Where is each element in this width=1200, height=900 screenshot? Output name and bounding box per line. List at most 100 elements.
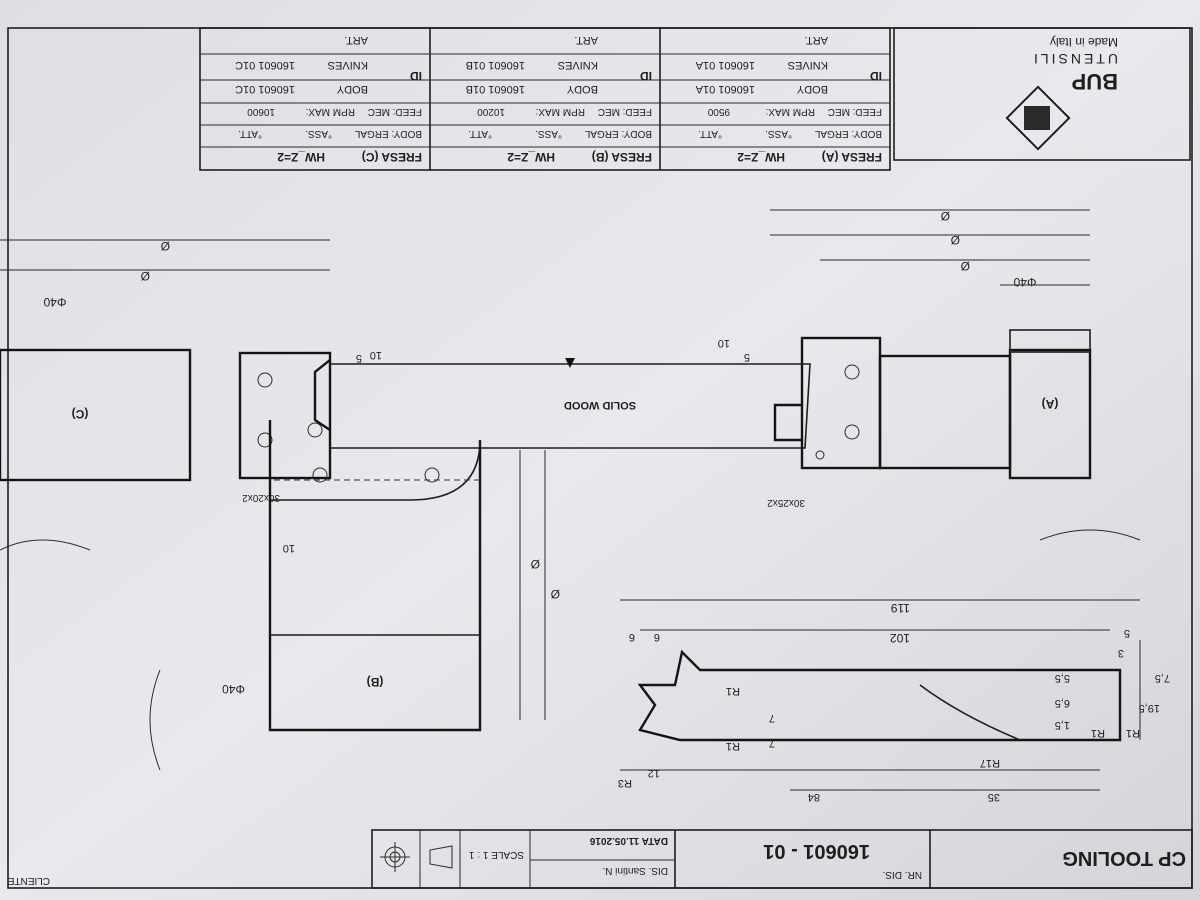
cutter-a-hw: HW_Z=2 (737, 150, 785, 164)
cutter-a-body-code: 160601 01A (695, 83, 755, 95)
solid-wood-label: SOLID WOOD (564, 399, 636, 411)
cutter-b-body: BODY: ERGAL (584, 128, 652, 139)
logo-box: BUP UTENSILI Made in Italy (893, 27, 1191, 161)
dim-5-5: 5,5 (1055, 672, 1070, 684)
bup-logo-icon (1005, 85, 1071, 151)
cutter-a-body-label: BODY (796, 83, 828, 95)
cutter-b-mec: MEC (598, 106, 620, 117)
cutter-a-dim-5: 5 (744, 351, 750, 363)
cutter-a-ass: °ASS. (765, 128, 792, 139)
cutter-a-body: BODY: ERGAL (814, 128, 882, 139)
cutter-b-rpm-label: RPM MAX: (536, 106, 585, 117)
cutter-c-body: BODY: ERGAL (354, 128, 422, 139)
reference-marker-icon (565, 358, 575, 368)
dim-84: 84 (808, 791, 820, 803)
cutter-b-cells: FRESA (B) HW_Z=2 BODY: ERGAL °ASS. °ATT.… (466, 34, 652, 164)
cutter-b-id: ID (640, 69, 652, 83)
cutter-c-knives-code: 160601 01C (235, 59, 295, 71)
cutter-a-id: ID (870, 69, 882, 83)
logo-brand: BUP (1072, 69, 1118, 94)
cutter-c-rpm-label: RPM MAX: (306, 106, 355, 117)
cutter-c-dim-10: 10 (370, 349, 382, 361)
cutter-a-knives-label: KNIVES (788, 59, 828, 71)
cutter-c-title: FRESA (C) (362, 150, 422, 164)
radius-r1b: R1 (726, 740, 740, 752)
radius-r1d: R1 (1091, 727, 1105, 739)
cutter-c-att: °ATT. (238, 128, 262, 139)
dim-119: 119 (891, 601, 910, 615)
cutter-b-title: FRESA (B) (592, 150, 652, 164)
dim-35: 35 (988, 791, 1000, 803)
cutter-b-diam-2: Ø (551, 587, 560, 601)
dim-19-5: 19,5 (1139, 702, 1160, 714)
profile-detail: 119 102 6 6 5 3 7,5 19,5 5,5 6,5 1,5 7 7… (618, 599, 1170, 803)
dim-1-5: 1,5 (1055, 719, 1070, 731)
cutter-c-body-label: BODY (336, 83, 368, 95)
cutter-a-title: FRESA (A) (822, 150, 882, 164)
rotated-drawing: FRESA (A) HW_Z=2 BODY: ERGAL °ASS. °ATT.… (0, 27, 1193, 889)
cutter-b-rpm: 10200 (477, 106, 505, 117)
cutter-c-mec: MEC (368, 106, 390, 117)
cutter-c-art: ART. (344, 34, 368, 46)
dim-6b: 6 (629, 631, 635, 643)
cutter-b-phi40: Φ40 (222, 682, 245, 696)
cutter-b-knives-code: 160601 01B (466, 59, 525, 71)
cutter-c-diam-2: Ø (141, 269, 150, 283)
cutter-a-rpm: 9500 (707, 106, 730, 117)
cutter-a-feed: FEED: (853, 106, 882, 117)
cutter-a-section: (A) Φ40 30x25x2 10 5 Ø Ø Ø (718, 209, 1141, 541)
profile-outline (637, 649, 1122, 742)
cutter-c-knives-label: KNIVES (328, 59, 368, 71)
cutter-a-knives-code: 160601 01A (695, 59, 755, 71)
dim-12: 12 (648, 767, 660, 779)
dim-7-5: 7,5 (1155, 672, 1170, 684)
radius-r1a: R1 (726, 685, 740, 697)
dim-6-5: 6,5 (1055, 697, 1070, 709)
cutter-a-art: ART. (804, 34, 828, 46)
cutter-b-label: (B) (367, 675, 384, 689)
cutter-c-body-code: 160601 01C (235, 83, 295, 95)
cutter-b-hw: HW_Z=2 (507, 150, 555, 164)
cutter-c-rpm: 10600 (247, 106, 275, 117)
radius-r3: R3 (618, 777, 632, 789)
dim-102: 102 (890, 631, 910, 645)
cutter-c-id: ID (410, 69, 422, 83)
cutter-c-section: (C) Φ40 30x20x2 10 5 Ø Ø (0, 239, 382, 551)
cutter-b-diam-1: Ø (531, 557, 540, 571)
cutter-a-dim-10: 10 (718, 337, 730, 349)
cutter-c-phi40: Φ40 (43, 295, 66, 309)
rotation-arrow-b-icon (149, 669, 161, 771)
dim-7b: 7 (769, 737, 775, 749)
date: DATA 11.05.2016 (589, 835, 668, 846)
cutter-b-knives-label: KNIVES (558, 59, 598, 71)
cutter-a-rpm-label: RPM MAX: (766, 106, 815, 117)
cutter-b-feed: FEED: (623, 106, 652, 117)
rotation-arrow-a-icon (1039, 529, 1141, 541)
dim-5-top: 5 (1124, 627, 1130, 639)
cutter-c-bore: 30x20x2 (242, 492, 280, 503)
scale: SCALE 1 : 1 (469, 849, 524, 860)
projection-symbol-icon (380, 842, 453, 872)
cutter-b-ass: °ASS. (535, 128, 562, 139)
cutter-a-diam-3: Ø (961, 259, 970, 273)
cutter-b-section: (B) Φ40 10 Ø Ø (149, 420, 560, 771)
cutter-c-diam-1: Ø (161, 239, 170, 253)
radius-r17: R17 (980, 757, 1000, 769)
cutter-c-dim-5: 5 (356, 352, 362, 364)
title-block: CLIENTE CP TOOLING NR. DIS. 160601 - 01 … (7, 829, 1193, 889)
cutter-a-att: °ATT. (698, 128, 722, 139)
cutter-a-bore: 30x25x2 (767, 497, 805, 508)
logo-sub: UTENSILI (1031, 51, 1118, 67)
main-section: SOLID WOOD (A) Φ40 30x25x2 10 5 (0, 209, 1141, 771)
cutter-b-att: °ATT. (468, 128, 492, 139)
cutter-c-hw: HW_Z=2 (277, 150, 325, 164)
dim-3: 3 (1118, 647, 1124, 659)
cutter-a-diam-2: Ø (951, 233, 960, 247)
cutter-c-label: (C) (72, 407, 89, 421)
cliente-label: CLIENTE (7, 875, 50, 886)
cutter-a-label: (A) (1042, 397, 1059, 411)
radius-r1c: R1 (1126, 727, 1140, 739)
cutter-table (199, 27, 891, 171)
cutter-c-ass: °ASS. (305, 128, 332, 139)
